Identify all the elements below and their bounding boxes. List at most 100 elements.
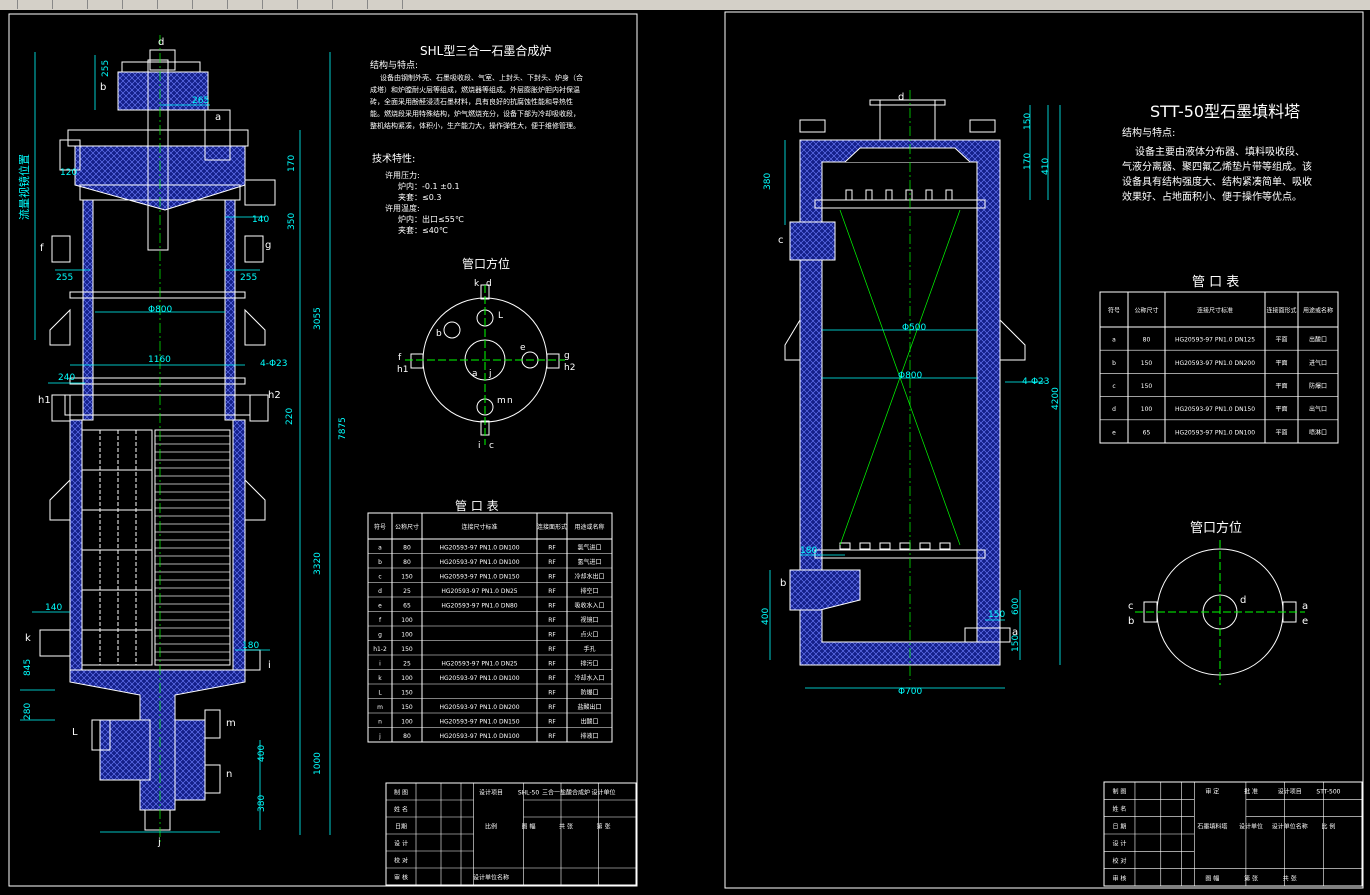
- dim-label: 410: [1041, 158, 1051, 175]
- table-cell: 65: [403, 602, 411, 609]
- table-cell: 25: [403, 660, 411, 667]
- right-sheet-border: [724, 11, 1364, 889]
- dim-label: 600: [1011, 598, 1021, 615]
- info-icon[interactable]: [390, 0, 403, 9]
- title-block-cell: STT-500: [1316, 789, 1340, 796]
- table-cell: 150: [1141, 383, 1153, 390]
- table-cell: c: [1112, 383, 1115, 390]
- table-cell: HG20593-97 PN1.0 DN150: [1175, 406, 1255, 413]
- title-block-cell: 设计项目: [479, 789, 503, 797]
- features-line: 整机结构紧凑，体积小，生产能力大，操作弹性大，便于维修管理。: [370, 121, 580, 130]
- table-cell: 吸收水入口: [574, 601, 604, 609]
- pointer-icon[interactable]: [145, 0, 158, 9]
- dim-label: Φ700: [898, 687, 923, 697]
- features-line: 能。燃烧段采用特殊结构，炉气燃烧充分，设备下部为冷却吸收段，: [370, 109, 580, 118]
- open-icon[interactable]: [40, 0, 53, 9]
- table-cell: HG20593-97 PN1.0 DN25: [441, 588, 517, 595]
- title-block-cell: 图 幅: [1205, 874, 1219, 882]
- pencil-icon[interactable]: [285, 0, 298, 9]
- orient-label: b: [1128, 616, 1134, 627]
- web-icon[interactable]: [355, 0, 368, 9]
- features-line: 设备具有结构强度大、结构紧凑简单、吸收: [1122, 175, 1312, 188]
- zoom-icon[interactable]: [180, 0, 193, 9]
- title-block-cell: 比 例: [1321, 822, 1335, 830]
- table-cell: HG20593-97 PN1.0 DN100: [439, 544, 519, 551]
- title-block-cell: 姓 名: [1113, 805, 1127, 813]
- table-frame: [1099, 291, 1339, 444]
- nozzle-letter: g: [265, 240, 271, 251]
- right-nozzle-table-title: 管 口 表: [1192, 275, 1239, 290]
- orient-label: h1: [397, 365, 408, 375]
- table-cell: HG20593-97 PN1.0 DN125: [1175, 337, 1255, 344]
- new-icon[interactable]: [5, 0, 18, 9]
- table-cell: 150: [401, 689, 413, 696]
- dim-label: 280: [23, 703, 33, 720]
- right-vessel-letters: d c b a: [778, 92, 1018, 638]
- features-line: 效果好、占地面积小、便于操作等优点。: [1122, 190, 1302, 203]
- dim-label: 265: [192, 96, 209, 106]
- right-dim-texts: 150 170 410 380 Φ500 Φ800 4-Φ23 4200 180…: [761, 113, 1061, 697]
- right-title: STT-50型石墨填料塔: [1150, 102, 1300, 121]
- dim-label: 120: [60, 168, 77, 178]
- dim-label: Φ800: [148, 305, 173, 315]
- dim-label: 1160: [148, 355, 171, 365]
- table-header: 公称尺寸: [1134, 307, 1158, 315]
- dim-label: 150: [1011, 635, 1021, 652]
- table-cell: e: [1112, 429, 1116, 436]
- orient-label: c: [489, 441, 494, 451]
- dim-label: 350: [287, 213, 297, 230]
- tech-line: 夹套：≤0.3: [398, 192, 441, 202]
- table-cell: HG20593-97 PN1.0 DN80: [441, 602, 517, 609]
- table-cell: RF: [548, 704, 556, 711]
- table-cell: 冷却水出口: [574, 572, 604, 580]
- undo-icon[interactable]: [110, 0, 123, 9]
- dim-label: 380: [763, 173, 773, 190]
- table-header: 连接尺寸标准: [461, 523, 497, 531]
- table-cell: 65: [1143, 429, 1151, 436]
- left-dim-texts: 255 265 170 120 140 350 255 255 Φ800 116…: [17, 60, 348, 812]
- nozzle-letter: f: [40, 243, 44, 254]
- nozzle-letter: m: [226, 718, 236, 729]
- table-cell: HG20593-97 PN1.0 DN100: [439, 733, 519, 740]
- table-cell: RF: [548, 602, 556, 609]
- title-block-cell: 姓 名: [394, 806, 408, 814]
- left-title: SHL型三合一石墨合成炉: [420, 43, 551, 58]
- table-cell: 平面: [1275, 429, 1287, 436]
- title-block-cell: 图 幅: [522, 823, 536, 831]
- title-block-cell: 批 准: [1244, 788, 1258, 796]
- orient-label: e: [1302, 616, 1308, 627]
- table-cell: HG20593-97 PN1.0 DN100: [439, 675, 519, 682]
- side-label: 流量视镜位置: [17, 154, 31, 220]
- layer-icon[interactable]: [250, 0, 263, 9]
- tech-line: 炉内：出口≤55℃: [398, 214, 464, 224]
- help-icon[interactable]: [320, 0, 333, 9]
- dim-label: 400: [761, 608, 771, 625]
- table-cell: j: [378, 733, 381, 740]
- orient-label: i: [478, 441, 481, 451]
- table-cell: 80: [403, 559, 411, 566]
- dim-label: 380: [257, 795, 267, 812]
- nozzle-letter: a: [1012, 627, 1018, 638]
- title-block-cell: SHL-50: [518, 790, 540, 797]
- table-header: 连接尺寸标准: [1197, 307, 1233, 315]
- dim-label: 240: [58, 373, 75, 383]
- save-icon[interactable]: [75, 0, 88, 9]
- orient-label: k: [474, 279, 480, 289]
- title-block-cell: 审 核: [1113, 874, 1127, 882]
- table-cell: 80: [403, 733, 411, 740]
- features-line: 气液分离器、聚四氟乙烯垫片带等组成。该: [1122, 160, 1312, 173]
- pan-icon[interactable]: [215, 0, 228, 9]
- table-cell: 150: [401, 646, 413, 653]
- right-features-heading: 结构与特点:: [1122, 126, 1175, 139]
- right-sheet: 150 170 410 380 Φ500 Φ800 4-Φ23 4200 180…: [724, 11, 1364, 889]
- table-cell: RF: [548, 573, 556, 580]
- table-cell: 100: [401, 617, 413, 624]
- orient-label: j: [488, 369, 492, 379]
- table-cell: 视镜口: [580, 616, 598, 624]
- table-cell: m: [377, 704, 383, 711]
- table-cell: 平面: [1275, 337, 1287, 344]
- nozzle-letter: n: [226, 769, 232, 780]
- table-cell: 80: [403, 544, 411, 551]
